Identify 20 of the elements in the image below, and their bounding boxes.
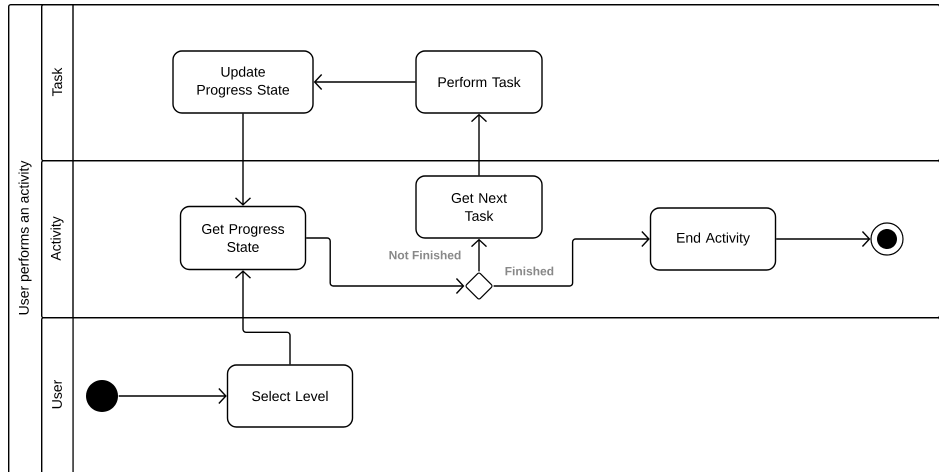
action-box: End Activity — [650, 207, 776, 271]
edge-label: Finished — [504, 266, 556, 276]
arrow — [776, 231, 870, 247]
arrow — [306, 237, 464, 294]
action-box: Get Progress State — [180, 206, 306, 270]
action-box: Perform Task — [415, 50, 543, 114]
action-box: Update Progress State — [172, 50, 314, 114]
arrow — [471, 238, 487, 272]
edge-label: Not Finished — [388, 250, 462, 260]
arrow — [118, 388, 227, 404]
arrow — [471, 114, 487, 176]
decision-diamond — [465, 272, 493, 300]
start-node — [86, 380, 118, 412]
action-box: Get Next Task — [415, 175, 543, 239]
action-box: Select Level — [226, 364, 354, 428]
arrow — [235, 270, 291, 364]
arrow — [235, 114, 251, 206]
final-node — [870, 222, 904, 256]
arrow — [314, 74, 416, 90]
arrow — [494, 231, 650, 287]
